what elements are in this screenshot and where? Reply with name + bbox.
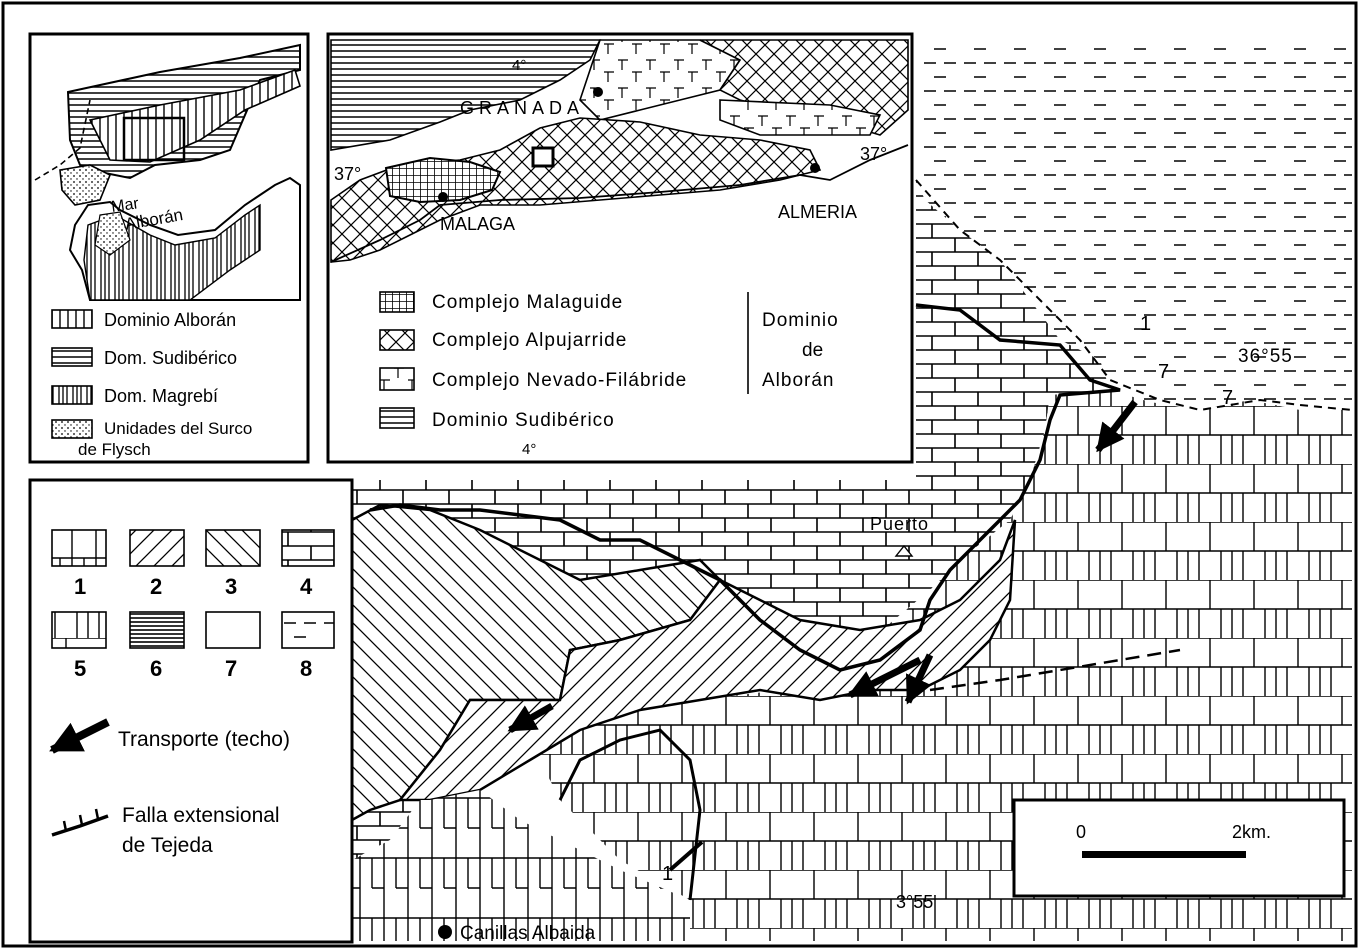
legend-swatch-unit-7 xyxy=(205,611,261,649)
legend-number-2: 2 xyxy=(150,574,162,599)
fault-line-south xyxy=(558,728,702,901)
unit-label-1a: 1 xyxy=(1140,313,1151,335)
overview-locator-box xyxy=(122,116,186,162)
longitude-label-top: 4° xyxy=(512,57,526,74)
legend-label-fault-2: de Tejeda xyxy=(122,834,213,857)
legend-swatch-dominio-alboran xyxy=(51,309,93,329)
scale-label-start: 0 xyxy=(1076,822,1086,842)
legend-label-flysch-1: Unidades del Surco xyxy=(104,419,252,438)
legend-swatch-malaguide xyxy=(379,291,415,313)
bracket-label-2: de xyxy=(802,340,823,361)
legend-swatch-unit-1 xyxy=(51,529,107,567)
latitude-label-main: 36°55 xyxy=(1238,346,1293,367)
tejeda-fault-line xyxy=(369,303,1121,672)
legend-swatch-flysch xyxy=(51,419,93,439)
legend-label-flysch-2: de Flysch xyxy=(78,440,151,459)
transport-arrow-south xyxy=(668,840,704,872)
bracket-label-1: Dominio xyxy=(762,310,839,331)
legend-label-fault-1: Falla extensional xyxy=(122,804,280,827)
legend-label-dom-magrebi: Dom. Magrebí xyxy=(104,386,218,406)
unit-2-area xyxy=(397,519,1017,802)
regional-coastline xyxy=(330,144,909,263)
unit-1-area xyxy=(352,790,690,941)
transport-arrow-center xyxy=(847,656,922,699)
regional-sudiberico xyxy=(330,39,602,151)
city-label-almeria: ALMERIA xyxy=(778,202,857,222)
legend-swatch-unit-4 xyxy=(281,529,335,567)
city-marker-malaga xyxy=(438,192,448,202)
latitude-label-left: 37° xyxy=(334,164,361,184)
city-marker-almeria xyxy=(810,163,820,173)
legend-number-8: 8 xyxy=(300,656,312,681)
overview-flysch-africa xyxy=(94,211,131,256)
legend-swatch-unit-3 xyxy=(205,529,261,567)
legend-label-nevado: Complejo Nevado-Filábride xyxy=(432,370,687,391)
longitude-label-main: 3°55' xyxy=(896,892,937,912)
legend-transport-arrow-icon xyxy=(49,718,110,754)
legend-swatch-dom-magrebi xyxy=(51,385,93,405)
city-label-malaga: MALAGA xyxy=(440,214,515,234)
legend-number-5: 5 xyxy=(74,656,86,681)
legend-swatch-unit-5 xyxy=(51,611,107,649)
regional-nevado-2 xyxy=(719,99,882,136)
main-map: Puerto Canillas Albaida 36°55 3°55' 7 7 … xyxy=(350,40,1353,944)
unit-8-area xyxy=(916,40,1352,410)
legend-number-6: 6 xyxy=(150,656,162,681)
scale-bar xyxy=(1082,851,1246,858)
transport-arrow-center-2 xyxy=(904,653,934,705)
legend-number-3: 3 xyxy=(225,574,237,599)
sea-label-mar: Mar xyxy=(110,195,140,216)
legend-label-dominio-alboran: Dominio Alborán xyxy=(104,310,236,330)
legend-swatch-sudiberico xyxy=(379,407,415,429)
regional-malaguide xyxy=(384,156,502,204)
city-marker-granada xyxy=(593,87,603,97)
overview-flysch xyxy=(59,164,112,206)
transport-arrow-ne xyxy=(1095,399,1138,453)
unit-label-7b: 7 xyxy=(1222,387,1233,409)
legend-number-1: 1 xyxy=(74,574,86,599)
transport-arrow-west xyxy=(507,702,554,734)
legend-swatch-unit-6 xyxy=(129,611,185,649)
legend-number-4: 4 xyxy=(300,574,313,599)
scale-bar-box xyxy=(1012,798,1346,898)
longitude-label-bottom: 4° xyxy=(522,441,536,458)
legend-swatch-unit-8 xyxy=(281,611,335,649)
legend-label-transport: Transporte (techo) xyxy=(118,728,290,751)
legend-number-7: 7 xyxy=(225,656,237,681)
legend-label-sudiberico: Dominio Sudibérico xyxy=(432,410,615,431)
legend-label-malaguide: Complejo Malaguide xyxy=(432,292,623,313)
legend-swatch-alpujarride xyxy=(379,329,415,351)
summit-triangle-icon xyxy=(894,544,914,557)
place-label-puerto: Puerto xyxy=(870,514,929,534)
overview-inset: Mar Alborán Dominio Alborán Dom. Sudibér… xyxy=(28,32,310,464)
contact-dashed-east xyxy=(929,648,1181,692)
legend-swatch-dom-sudiberico xyxy=(51,347,93,367)
city-label-granada: GRANADA xyxy=(460,98,584,118)
overview-magrebi xyxy=(83,203,261,301)
latitude-label-right: 37° xyxy=(860,144,887,164)
place-label-canillas: Canillas Albaida xyxy=(460,923,596,944)
legend-swatch-nevado xyxy=(379,367,415,391)
unit-label-1b: 1 xyxy=(662,863,673,885)
bracket-label-3: Alborán xyxy=(762,370,835,391)
legend-label-dom-sudiberico: Dom. Sudibérico xyxy=(104,348,237,368)
regional-inset: GRANADA MALAGA ALMERIA 37° 37° 4° 4° Com… xyxy=(326,32,914,464)
legend-label-alpujarride: Complejo Alpujarride xyxy=(432,330,627,351)
main-legend: 1 2 3 4 5 6 7 8 Transporte (techo) Falla… xyxy=(28,478,354,944)
regional-locator-box xyxy=(531,146,555,168)
unit-label-7a: 7 xyxy=(1158,361,1169,383)
legend-fault-icon xyxy=(51,814,109,837)
contact-dashed-north xyxy=(915,179,1353,412)
town-marker-canillas xyxy=(438,925,452,939)
legend-swatch-unit-2 xyxy=(129,529,185,567)
scale-label-end: 2km. xyxy=(1232,822,1271,842)
